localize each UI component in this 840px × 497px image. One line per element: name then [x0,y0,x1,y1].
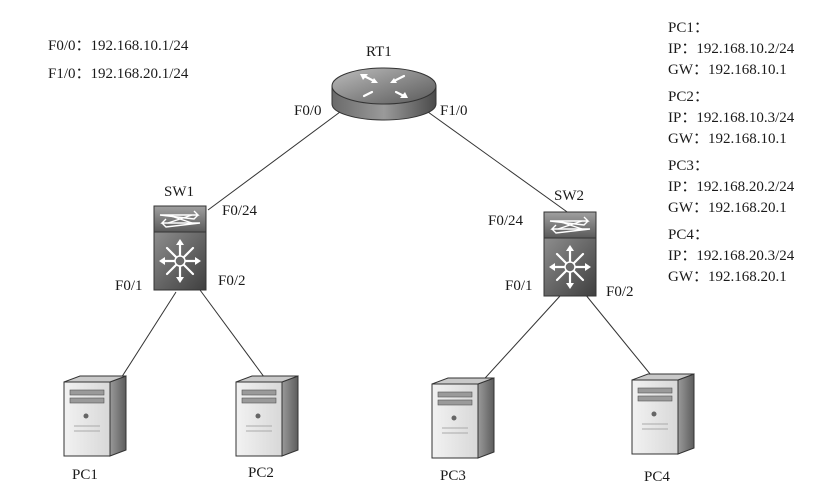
link-rt1-sw2 [427,111,571,215]
pc-label: PC2 [248,465,274,481]
pc-tower-icon [63,375,127,457]
link-sw1-pc2 [199,289,271,386]
host-config-gw: GW：192.168.10.1 [668,62,787,78]
router-label: RT1 [366,44,392,60]
switch-uplink-port-label: F0/24 [222,203,258,219]
router-icon [331,67,437,121]
pc-label: PC3 [440,468,466,484]
switch-uplink-port-label: F0/24 [488,213,524,229]
multilayer-switch-icon [152,204,208,292]
router-port-right-label: F1/0 [440,103,468,119]
host-config-title: PC2： [668,89,709,105]
link-sw2-pc4 [584,293,656,381]
host-config-ip: IP：192.168.10.2/24 [668,41,795,57]
switch-port-right-label: F0/2 [218,273,246,289]
host-config-ip: IP：192.168.20.3/24 [668,248,795,264]
link-rt1-sw1 [207,111,341,211]
host-config-title: PC3： [668,158,709,174]
pc-label: PC1 [72,467,98,483]
switch-port-left-label: F0/1 [115,278,143,294]
pc-tower-icon [235,375,299,457]
host-config-title: PC4： [668,227,709,243]
switch-label: SW1 [164,184,194,200]
pc-tower-icon [631,373,695,455]
switch-port-right-label: F0/2 [606,284,634,300]
pc-label: PC4 [644,469,670,485]
pc-tower-icon [431,377,495,459]
link-sw1-pc1 [115,291,177,387]
multilayer-switch-icon [542,210,598,298]
host-config-ip: IP：192.168.20.2/24 [668,179,795,195]
router-config-line: F1/0：192.168.20.1/24 [48,66,189,82]
router-config-line: F0/0：192.168.10.1/24 [48,38,189,54]
host-config-gw: GW：192.168.20.1 [668,269,787,285]
router-port-left-label: F0/0 [294,103,322,119]
switch-port-left-label: F0/1 [505,278,533,294]
host-config-title: PC1： [668,20,709,36]
host-config-gw: GW：192.168.20.1 [668,200,787,216]
switch-label: SW2 [554,188,584,204]
host-config-gw: GW：192.168.10.1 [668,131,787,147]
host-config-ip: IP：192.168.10.3/24 [668,110,795,126]
link-sw2-pc3 [475,295,561,389]
